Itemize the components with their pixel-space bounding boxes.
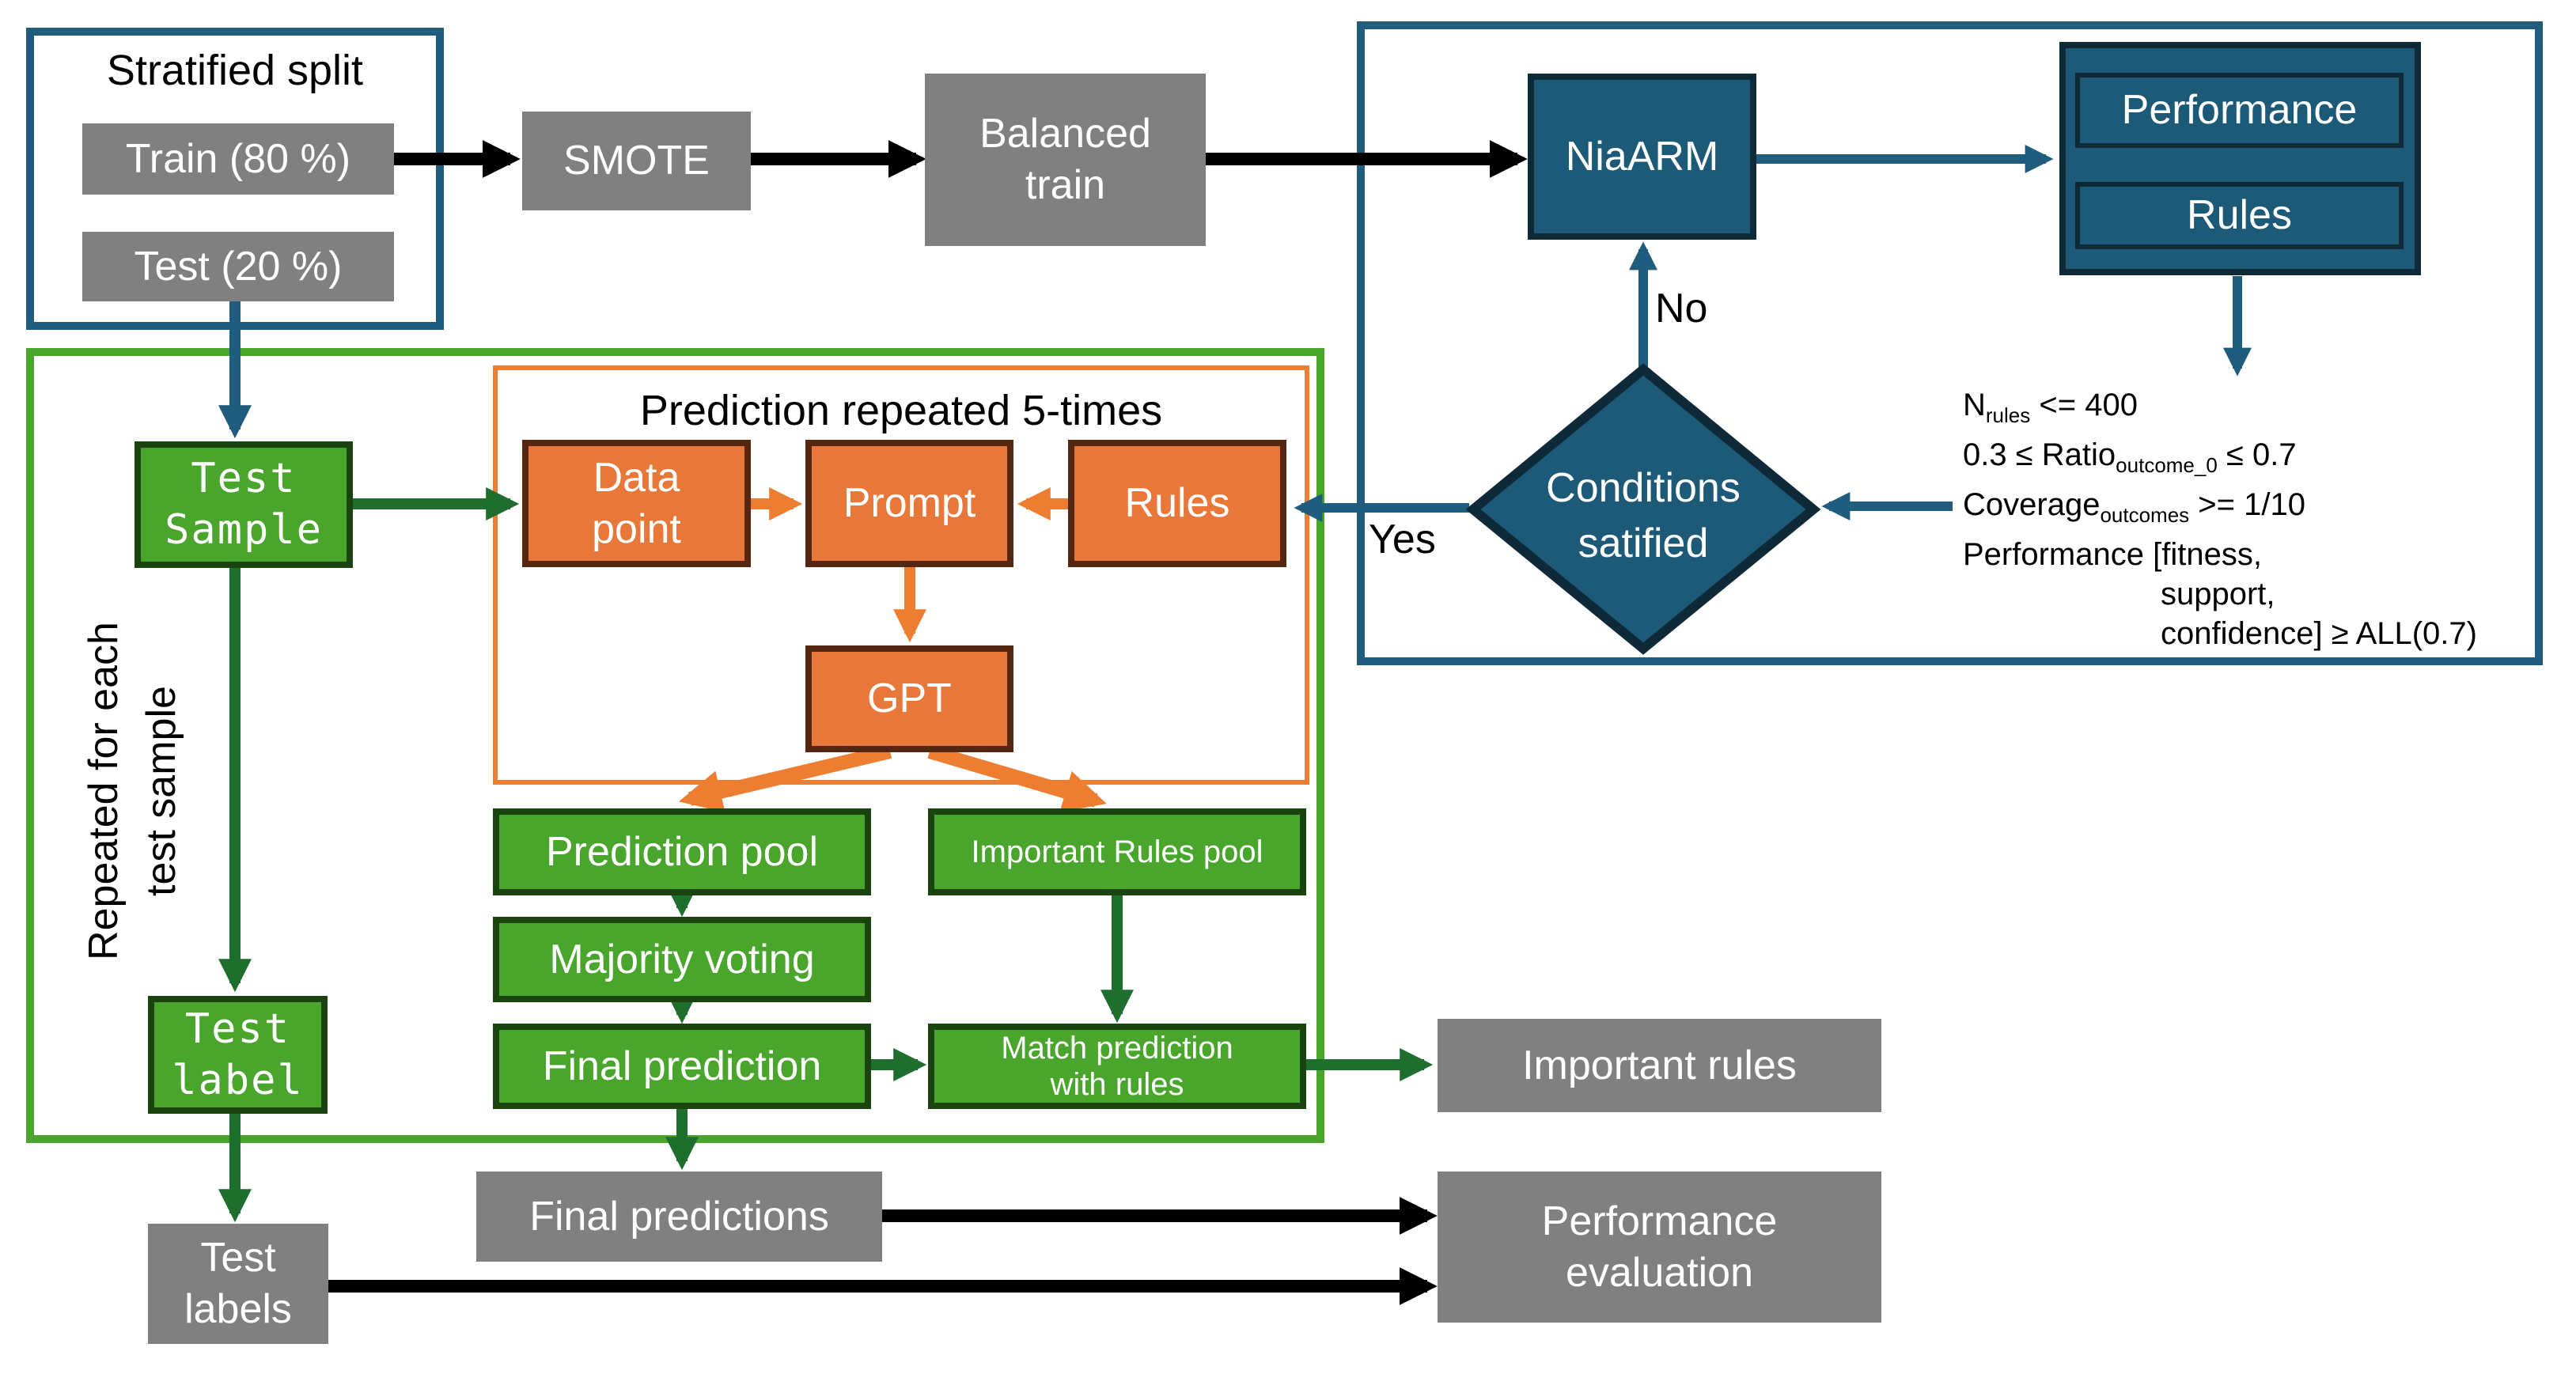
- smote-box-label: SMOTE: [563, 138, 710, 184]
- important-rules-label: Important rules: [1522, 1042, 1797, 1088]
- condition-coverage-sub: outcomes: [2100, 503, 2190, 527]
- rules-input-box: Rules: [1068, 440, 1286, 567]
- condition-coverage-base: Coverage: [1963, 487, 2101, 522]
- performance-evaluation-label: Performance evaluation: [1541, 1198, 1778, 1296]
- conditions-text: Nrules <= 400 0.3 ≤ Ratiooutcome_0 ≤ 0.7…: [1963, 385, 2548, 653]
- stratified-split-title: Stratified split: [106, 47, 364, 94]
- test-box-label: Test (20 %): [134, 243, 343, 290]
- condition-coverage: Coverageoutcomes >= 1/10: [1963, 485, 2548, 535]
- condition-nrules-sub: rules: [1985, 403, 2031, 427]
- final-predictions-box: Final predictions: [476, 1171, 882, 1262]
- niaarm-label: NiaARM: [1565, 133, 1719, 180]
- test-sample-label: Test Sample: [165, 455, 323, 554]
- conditions-diamond: [1465, 363, 1821, 655]
- important-rules-box: Important rules: [1438, 1019, 1881, 1112]
- condition-ratio-base: 0.3 ≤ Ratio: [1963, 437, 2116, 472]
- prediction-loop-container: [493, 365, 1309, 785]
- train-box: Train (80 %): [82, 123, 394, 195]
- niaarm-box: NiaARM: [1528, 74, 1756, 240]
- match-prediction-box: Match prediction with rules: [928, 1024, 1306, 1109]
- condition-performance-line3: confidence] ≥ ALL(0.7): [2161, 616, 2477, 651]
- test-box: Test (20 %): [82, 232, 394, 301]
- final-predictions-label: Final predictions: [529, 1193, 829, 1240]
- condition-nrules: Nrules <= 400: [1963, 385, 2548, 435]
- balanced-train-box: Balanced train: [925, 74, 1206, 246]
- balanced-train-label: Balanced train: [979, 111, 1151, 208]
- test-label-label: Test label: [172, 1005, 304, 1104]
- performance-output-label: Performance: [2121, 87, 2358, 133]
- condition-performance-line1: Performance [fitness,: [1963, 537, 2262, 572]
- majority-voting-label: Majority voting: [549, 936, 815, 982]
- final-prediction-label: Final prediction: [542, 1043, 822, 1089]
- test-sample-box: Test Sample: [134, 441, 353, 568]
- prompt-label: Prompt: [843, 480, 976, 526]
- majority-voting-box: Majority voting: [493, 917, 871, 1002]
- prediction-pool-label: Prediction pool: [546, 828, 818, 875]
- condition-ratio: 0.3 ≤ Ratiooutcome_0 ≤ 0.7: [1963, 435, 2548, 485]
- rules-output-label: Rules: [2187, 192, 2292, 238]
- prediction-loop-title: Prediction repeated 5-times: [639, 387, 1163, 434]
- data-point-label: Data point: [592, 454, 681, 552]
- gpt-label: GPT: [867, 676, 952, 721]
- test-label-box: Test label: [148, 996, 328, 1114]
- arrow-gpt-to-rulespool: [927, 744, 1107, 812]
- train-box-label: Train (80 %): [125, 135, 351, 182]
- no-label: No: [1655, 286, 1708, 331]
- condition-nrules-base: N: [1963, 388, 1986, 422]
- test-labels-label: Test labels: [184, 1235, 292, 1332]
- diamond-label: Conditions satified: [1546, 465, 1741, 567]
- rules-input-label: Rules: [1124, 480, 1230, 526]
- niaarm-loop-container: [1357, 21, 2543, 665]
- prompt-box: Prompt: [805, 440, 1013, 567]
- match-prediction-label: Match prediction with rules: [1001, 1031, 1233, 1102]
- performance-evaluation-box: Performance evaluation: [1438, 1171, 1881, 1323]
- loop-repeat-label: Repeated for each test sample: [81, 622, 184, 960]
- prediction-pool-box: Prediction pool: [493, 808, 871, 895]
- condition-coverage-rest: >= 1/10: [2189, 487, 2305, 522]
- yes-label: Yes: [1369, 517, 1436, 562]
- arrow-gpt-to-predictionpool: [678, 744, 892, 813]
- condition-nrules-rest: <= 400: [2030, 388, 2138, 422]
- test-labels-box: Test labels: [148, 1224, 328, 1344]
- rules-output-box: Rules: [2075, 182, 2404, 249]
- performance-output-box: Performance: [2075, 73, 2404, 148]
- gpt-box: GPT: [805, 645, 1013, 752]
- condition-ratio-rest: ≤ 0.7: [2217, 437, 2297, 472]
- important-rules-pool-box: Important Rules pool: [928, 808, 1306, 895]
- condition-performance-line2: support,: [2161, 577, 2275, 611]
- smote-box: SMOTE: [522, 112, 751, 210]
- important-rules-pool-label: Important Rules pool: [971, 835, 1263, 869]
- condition-ratio-sub: outcome_0: [2116, 453, 2218, 477]
- final-prediction-box: Final prediction: [493, 1024, 871, 1109]
- data-point-box: Data point: [522, 440, 751, 567]
